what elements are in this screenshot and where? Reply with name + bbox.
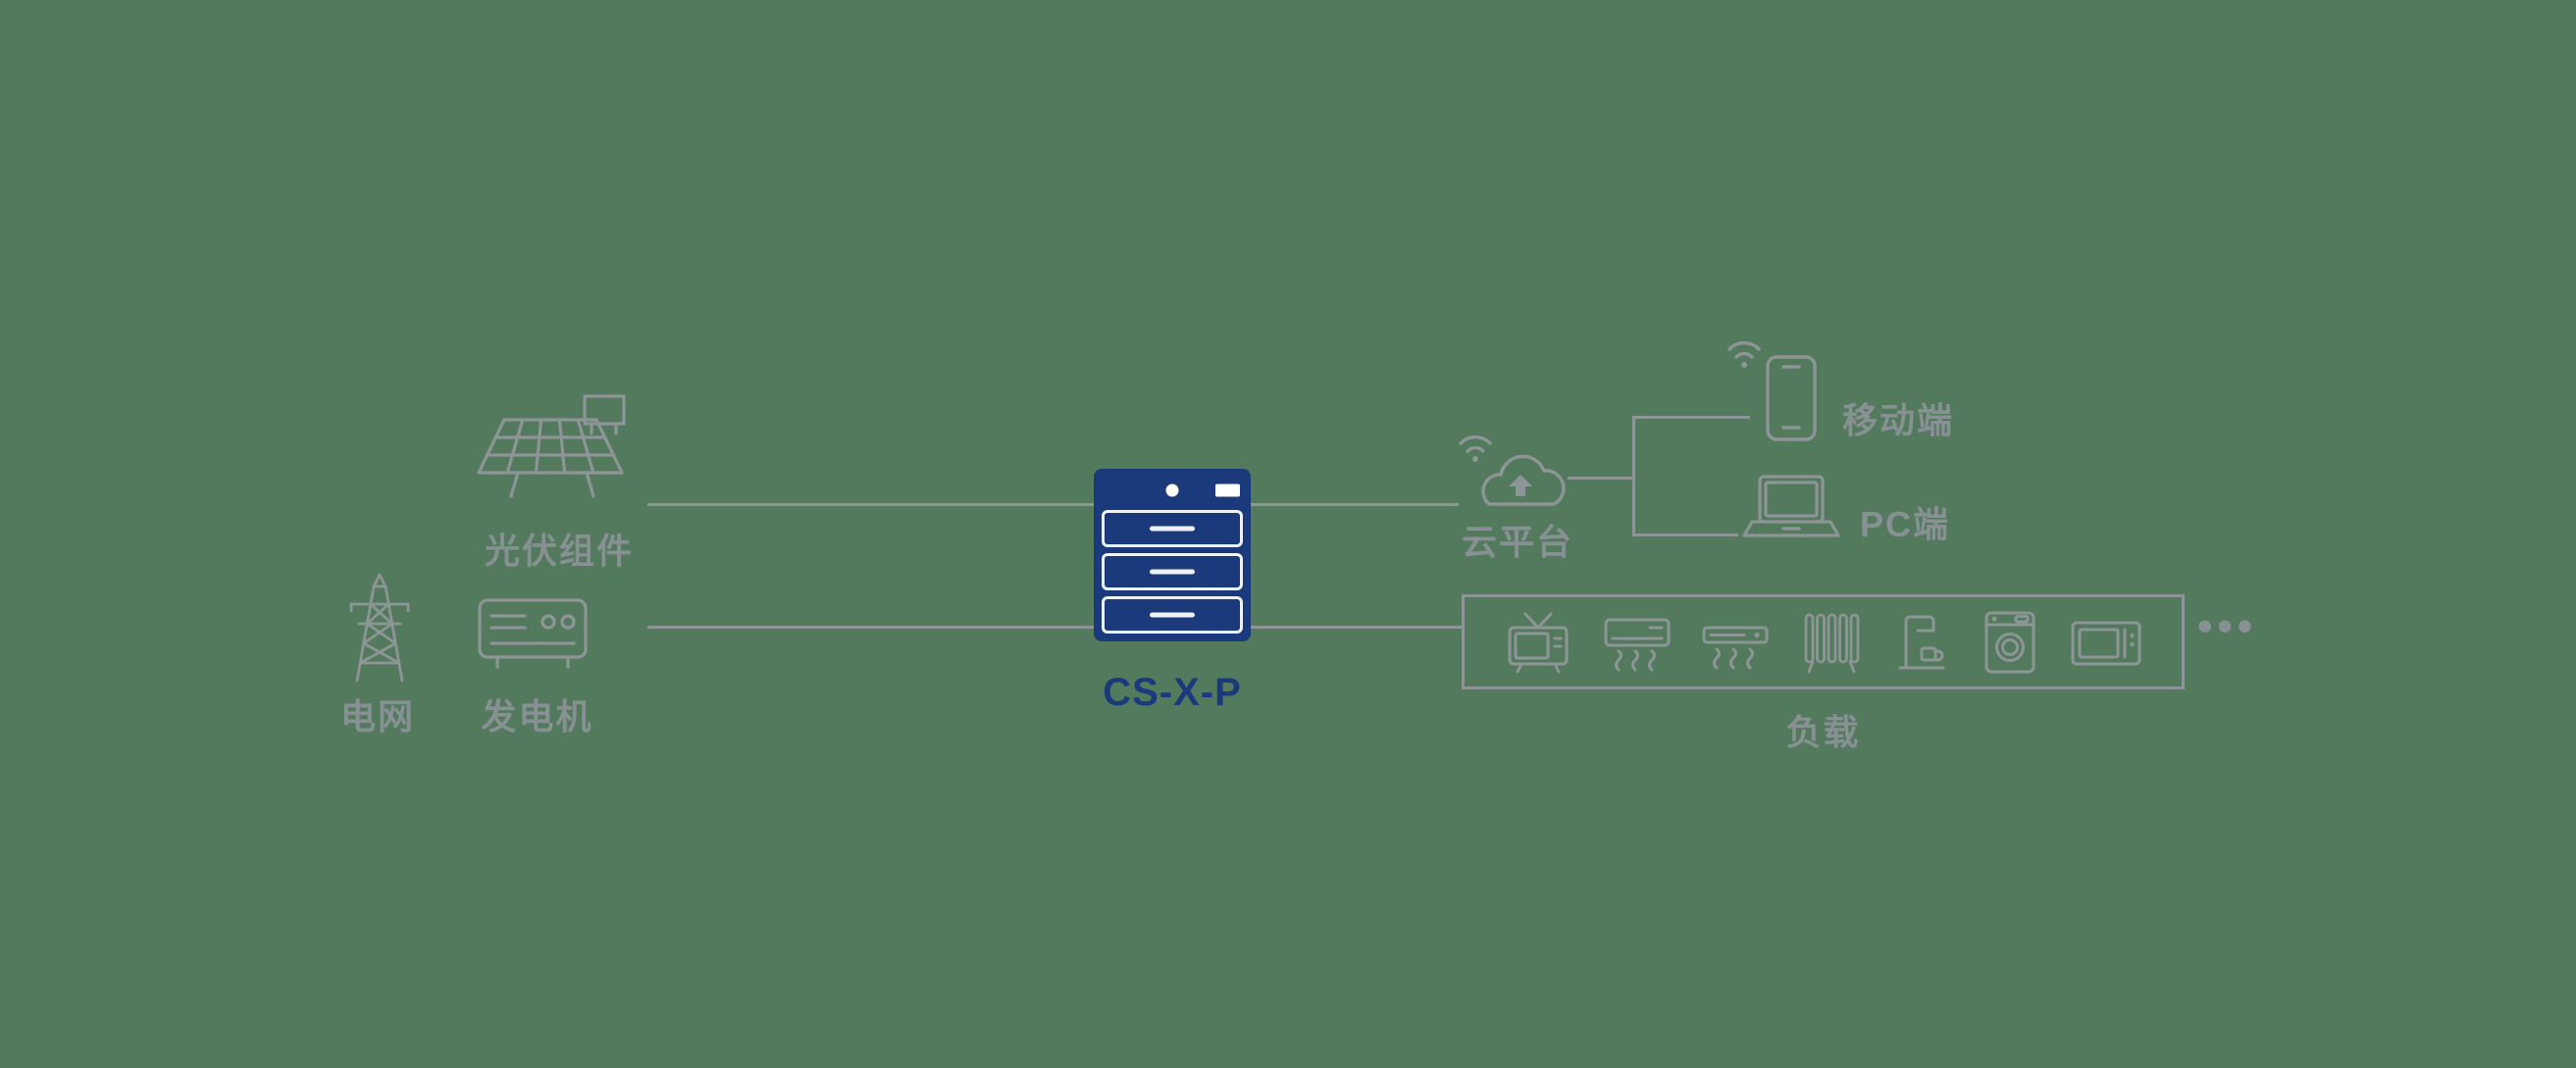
wifi-dot (1472, 456, 1478, 462)
washing-machine-icon (1981, 610, 2039, 675)
generator-label: 发电机 (481, 696, 593, 737)
device-model-label: CS-X-P (1103, 671, 1242, 714)
tv-icon (1504, 611, 1572, 674)
coffee-machine-icon (1892, 609, 1951, 676)
cloud-platform-icon (1456, 422, 1575, 520)
induction-cooker-icon (1701, 612, 1770, 673)
device-drawer (1102, 553, 1243, 590)
wire-branch-to-mobile (1632, 416, 1750, 419)
more-loads-ellipsis: ••• (2197, 602, 2258, 650)
load-label: 负载 (1785, 712, 1861, 752)
device-front-panel (1102, 477, 1243, 504)
wire-branch-vertical (1632, 416, 1635, 536)
drawer-handle (1150, 612, 1195, 618)
load-appliances-box (1462, 594, 2185, 689)
device-indicator-light (1165, 483, 1179, 497)
microwave-oven-icon (2070, 614, 2142, 671)
grid-label: 电网 (339, 696, 415, 737)
laptop-icon (1736, 473, 1846, 551)
cloud-platform-label: 云平台 (1461, 522, 1573, 562)
wire-device-to-load (1251, 626, 1463, 629)
upload-arrow-icon (1509, 475, 1532, 496)
drawer-handle (1150, 526, 1195, 532)
radiator-icon (1800, 609, 1863, 676)
air-conditioner-icon (1603, 612, 1672, 673)
wire-pv-to-device (647, 503, 1094, 506)
solar-panel-icon (467, 390, 639, 506)
pc-client-label: PC端 (1860, 504, 1951, 544)
transmission-tower-icon (339, 569, 420, 685)
wire-branch-to-pc (1632, 534, 1738, 536)
drawer-handle (1150, 569, 1195, 575)
wire-device-to-cloud (1251, 503, 1459, 506)
wifi-dot (1741, 362, 1747, 368)
wire-generator-to-device (647, 626, 1094, 629)
device-display-panel (1215, 483, 1240, 497)
mobile-phone-icon (1726, 330, 1823, 445)
wire-cloud-to-branch (1568, 477, 1634, 480)
mobile-client-label: 移动端 (1842, 400, 1955, 440)
device-drawer (1102, 596, 1243, 634)
generator-icon (472, 586, 593, 673)
device-drawer (1102, 510, 1243, 547)
pv-module-label: 光伏组件 (484, 531, 634, 571)
energy-storage-device (1094, 469, 1251, 641)
